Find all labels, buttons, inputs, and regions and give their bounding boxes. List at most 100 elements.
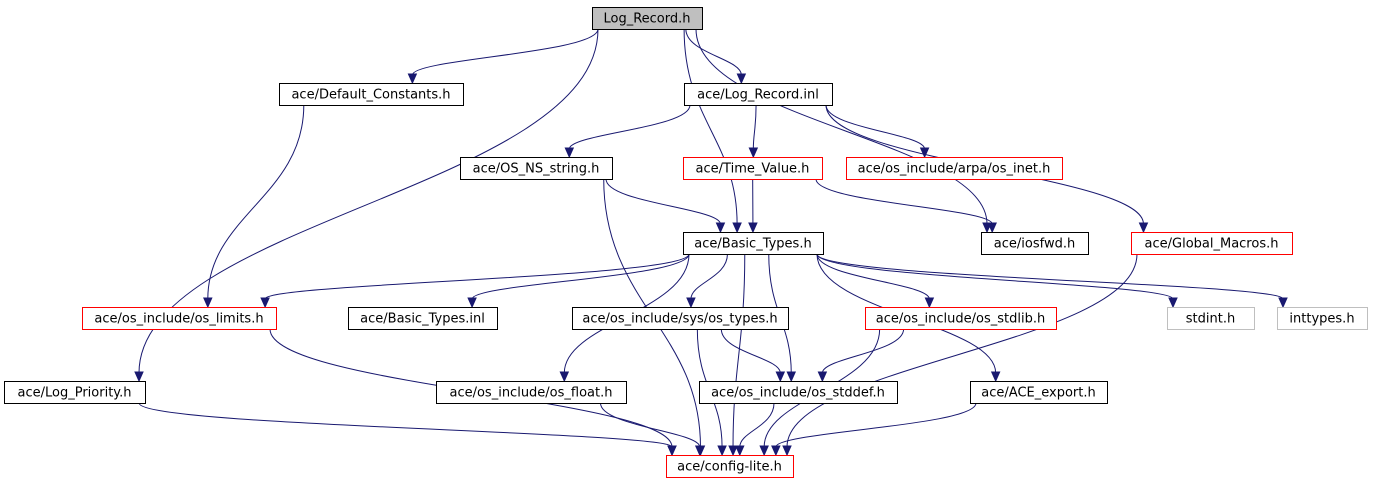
edge-basic-types-to-basic-types-inl — [467, 253, 690, 309]
node-log-priority[interactable]: ace/Log_Priority.h — [4, 381, 146, 404]
edge-line — [816, 253, 1174, 300]
edge-arrowhead — [735, 445, 745, 457]
node-label: Log_Record.h — [603, 12, 690, 27]
edge-os-float-to-config-lite — [599, 402, 705, 457]
edge-arrowhead — [559, 371, 570, 383]
edge-log-record-h-to-default-constants — [407, 28, 599, 85]
edge-default-constants-to-os-limits — [203, 104, 305, 309]
edge-arrowhead — [817, 371, 828, 383]
edge-arrowhead — [990, 371, 1001, 383]
edge-line — [207, 104, 305, 300]
edge-line — [752, 104, 757, 150]
node-iosfwd[interactable]: ace/iosfwd.h — [981, 232, 1089, 255]
edge-log-record-h-to-iosfwd — [695, 28, 992, 234]
node-label: ace/Default_Constants.h — [291, 88, 450, 103]
node-os-stddef[interactable]: ace/os_include/os_stddef.h — [699, 381, 898, 404]
node-label: ace/os_include/sys/os_types.h — [582, 312, 777, 327]
node-os-float[interactable]: ace/os_include/os_float.h — [436, 381, 627, 404]
node-box — [572, 307, 789, 330]
edge-arrowhead — [782, 445, 792, 457]
node-config-lite[interactable]: ace/config-lite.h — [666, 455, 794, 478]
edge-arrowhead — [771, 445, 781, 457]
edge-line — [739, 402, 775, 448]
node-label: ace/os_include/os_float.h — [449, 386, 612, 401]
node-label: ace/iosfwd.h — [994, 237, 1075, 252]
edge-line — [264, 253, 690, 300]
node-box — [684, 83, 833, 106]
edge-line — [568, 104, 691, 150]
edge-basic-types-to-config-lite — [728, 253, 746, 457]
node-box — [683, 157, 823, 180]
edge-log-record-inl-to-os-inet — [825, 104, 930, 159]
node-time-value[interactable]: ace/Time_Value.h — [683, 157, 823, 180]
node-basic-types-inl[interactable]: ace/Basic_Types.inl — [348, 307, 498, 330]
node-os-limits[interactable]: ace/os_include/os_limits.h — [82, 307, 277, 330]
node-box — [981, 232, 1089, 255]
edge-line — [138, 402, 673, 448]
file-nodes: Log_Record.h ace/Default_Constants.h ace/L… — [4, 7, 1368, 478]
edge-log-record-inl-to-os-ns-string — [564, 104, 691, 159]
node-log-record-inl[interactable]: ace/Log_Record.inl — [684, 83, 833, 106]
node-basic-types[interactable]: ace/Basic_Types.h — [683, 232, 824, 255]
node-label: ace/os_include/arpa/os_inet.h — [858, 162, 1051, 177]
node-box — [699, 381, 898, 404]
edge-line — [720, 328, 781, 374]
edge-arrowhead — [467, 297, 477, 309]
edge-arrowhead — [1278, 297, 1288, 309]
edge-line — [605, 178, 721, 225]
edge-line — [471, 253, 690, 300]
node-os-ns-string[interactable]: ace/OS_NS_string.h — [460, 157, 613, 180]
node-os-stdlib[interactable]: ace/os_include/os_stdlib.h — [865, 307, 1057, 330]
edge-line — [695, 28, 988, 225]
node-label: ace/Time_Value.h — [696, 162, 810, 177]
edge-arrowhead — [728, 445, 738, 457]
edge-arrowhead — [407, 73, 418, 85]
node-label: ace/ACE_export.h — [981, 386, 1095, 401]
edge-line — [599, 402, 701, 448]
edge-line — [683, 28, 738, 225]
edge-arrowhead — [748, 222, 758, 234]
node-default-constants[interactable]: ace/Default_Constants.h — [279, 83, 464, 106]
edge-arrowhead — [694, 445, 705, 457]
node-label: ace/OS_NS_string.h — [473, 162, 600, 177]
edge-line — [816, 253, 1284, 300]
edge-arrowhead — [717, 445, 727, 457]
edge-arrowhead — [715, 222, 726, 234]
edge-arrowhead — [748, 147, 759, 159]
edge-log-record-h-to-log-record-inl — [685, 28, 747, 85]
node-stdint: stdint.h — [1167, 307, 1255, 330]
node-box — [460, 157, 613, 180]
node-label: ace/Log_Priority.h — [18, 386, 132, 401]
node-log-record-h[interactable]: Log_Record.h — [592, 7, 703, 30]
node-box — [4, 381, 146, 404]
edge-arrowhead — [919, 147, 930, 159]
node-label: ace/os_include/os_stdlib.h — [876, 312, 1045, 327]
edge-log-priority-to-config-lite — [138, 402, 677, 457]
node-label: inttypes.h — [1289, 312, 1354, 327]
node-box — [348, 307, 498, 330]
edge-line — [685, 28, 742, 76]
node-os-inet[interactable]: ace/os_include/arpa/os_inet.h — [846, 157, 1063, 180]
node-global-macros[interactable]: ace/Global_Macros.h — [1131, 232, 1293, 255]
edge-arrowhead — [924, 297, 935, 309]
node-os-types[interactable]: ace/os_include/sys/os_types.h — [572, 307, 789, 330]
edge-line — [786, 253, 1138, 448]
edge-arrowhead — [786, 371, 797, 383]
node-inttypes: inttypes.h — [1277, 307, 1368, 330]
edge-basic-types-to-os-stdlib — [816, 253, 935, 309]
edge-arrowhead — [134, 371, 144, 383]
node-label: ace/os_include/os_limits.h — [94, 312, 263, 327]
edge-line — [411, 28, 599, 76]
edge-time-value-to-basic-types — [748, 178, 758, 234]
node-ace-export[interactable]: ace/ACE_export.h — [970, 381, 1108, 404]
edge-basic-types-to-os-limits — [260, 253, 690, 309]
edge-global-macros-to-config-lite — [782, 253, 1138, 457]
edge-line — [732, 253, 746, 448]
node-label: ace/config-lite.h — [677, 460, 782, 475]
node-box — [865, 307, 1057, 330]
edge-arrowhead — [759, 445, 769, 457]
node-box — [666, 455, 794, 478]
edge-arrowhead — [564, 147, 575, 159]
edge-arrowhead — [1168, 297, 1178, 309]
